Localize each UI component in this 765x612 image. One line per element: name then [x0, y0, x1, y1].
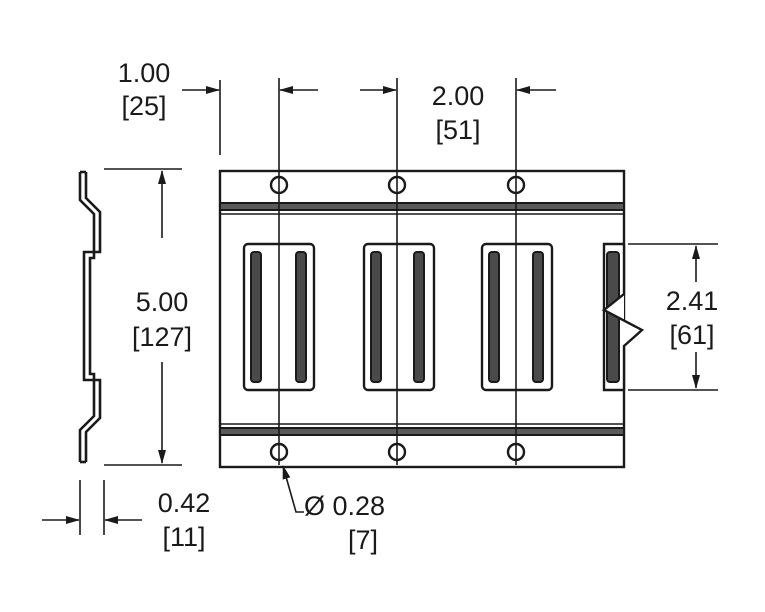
bottom-rail-groove [219, 427, 625, 436]
diameter-inch-label: Ø 0.28 [304, 491, 385, 521]
pitch-mm-label: [51] [435, 115, 480, 145]
hole-diameter-callout: Ø 0.28 [7] [282, 465, 385, 555]
diameter-mm-label: [7] [348, 525, 378, 555]
pitch-inch-label: 2.00 [432, 81, 485, 111]
slot-height-inch-label: 2.41 [666, 286, 719, 316]
front-view [218, 78, 645, 469]
slot-3 [480, 242, 554, 392]
slot-bar-right [532, 251, 544, 383]
break-symbol [601, 244, 645, 390]
end-offset-dimension: 1.00 [25] [118, 58, 318, 155]
top-rail-groove [219, 202, 625, 211]
thickness-dimension: 0.42 [11] [42, 480, 210, 552]
thickness-mm-label: [11] [162, 522, 205, 552]
hole-pitch-dimension: 2.00 [51] [360, 81, 556, 145]
side-profile-view [78, 170, 102, 464]
thickness-inch-label: 0.42 [158, 488, 211, 518]
slot-bar-left [250, 251, 262, 383]
slot-height-dimension: 2.41 [61] [628, 243, 719, 391]
slot-bar-right [413, 251, 425, 383]
slot-bar-right [295, 251, 307, 383]
slot-bar-left [488, 251, 500, 383]
slot-height-mm-label: [61] [669, 320, 714, 350]
end-offset-inch-label: 1.00 [118, 58, 171, 88]
height-inch-label: 5.00 [136, 287, 189, 317]
track-profile-inner [78, 172, 96, 462]
height-dimension: 5.00 [127] [104, 168, 192, 466]
slot-2 [362, 242, 436, 392]
slot-4-partial [602, 242, 624, 392]
track-profile-outline [82, 172, 102, 462]
height-mm-label: [127] [132, 322, 192, 352]
slot-bar-left [370, 251, 382, 383]
end-offset-mm-label: [25] [121, 91, 166, 121]
diameter-leader [282, 465, 304, 513]
